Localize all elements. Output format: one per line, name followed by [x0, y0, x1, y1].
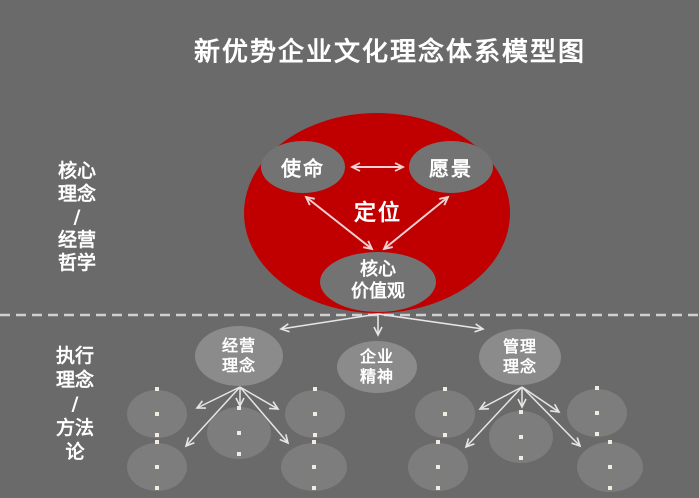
vision-corevalues-arrow [382, 195, 450, 251]
business-fanout-arrow [239, 386, 290, 445]
management-fanout-arrow [464, 386, 523, 449]
side-label-line: 理念 [57, 183, 96, 205]
mission-node [261, 141, 345, 193]
vertical-ellipsis-dots [519, 410, 523, 460]
corevalues-to-business-arrow [279, 313, 379, 333]
side-label-execution-methodology: 执行 理念 / 方法 论 [30, 344, 120, 464]
side-label-line: 哲学 [57, 252, 96, 274]
management-fanout-arrow [521, 386, 561, 414]
mission-corevalues-arrow [304, 195, 374, 251]
side-label-line: / [73, 206, 81, 228]
management-fanout-arrow [521, 386, 582, 448]
node-label-line: 理念 [221, 356, 257, 375]
vertical-ellipsis-dots [436, 440, 440, 490]
node-label-line: 经营 [221, 336, 257, 355]
side-label-line: 执行 [55, 345, 94, 367]
side-label-core-philosophy: 核心 理念 / 经营 哲学 [32, 160, 122, 275]
side-label-line: 经营 [57, 229, 96, 251]
vertical-ellipsis-dots [443, 387, 447, 437]
vertical-ellipsis-dots [237, 406, 241, 456]
side-label-line: 论 [65, 441, 85, 463]
core-values-line: 价值观 [351, 281, 405, 302]
core-values-label: 核心 价值观 [351, 259, 405, 303]
side-label-line: 核心 [57, 160, 96, 182]
side-label-line: / [71, 393, 79, 415]
management-philosophy-label: 管理 理念 [503, 337, 537, 377]
vertical-ellipsis-dots [595, 386, 599, 436]
vision-label: 愿景 [429, 156, 473, 181]
side-label-line: 方法 [55, 417, 94, 439]
enterprise-spirit-node [337, 341, 417, 393]
side-label-line: 理念 [55, 369, 94, 391]
page-title: 新优势企业文化理念体系模型图 [193, 37, 587, 68]
vertical-ellipsis-dots [155, 387, 159, 437]
node-label-line: 理念 [502, 357, 538, 376]
business-philosophy-node [195, 326, 283, 386]
node-label-line: 管理 [502, 337, 538, 356]
core-values-node [320, 252, 436, 312]
vertical-ellipsis-dots [608, 440, 612, 490]
node-label-line: 精神 [359, 367, 395, 386]
management-fanout-arrow [478, 386, 523, 410]
management-philosophy-node [479, 329, 561, 385]
vertical-ellipsis-dots [313, 387, 317, 437]
vision-node [409, 141, 493, 193]
corevalues-to-management-arrow [377, 313, 485, 333]
enterprise-spirit-label: 企业 精神 [360, 347, 394, 387]
business-fanout-arrow [184, 386, 241, 448]
positioning-label: 定位 [353, 201, 403, 226]
business-fanout-arrow [195, 386, 241, 409]
core-values-line: 核心 [360, 259, 396, 280]
vertical-ellipsis-dots [155, 440, 159, 490]
node-label-line: 企业 [359, 347, 395, 366]
business-philosophy-label: 经营 理念 [222, 336, 256, 376]
mission-label: 使命 [281, 156, 325, 181]
vertical-ellipsis-dots [312, 440, 316, 490]
business-fanout-arrow [239, 386, 280, 410]
